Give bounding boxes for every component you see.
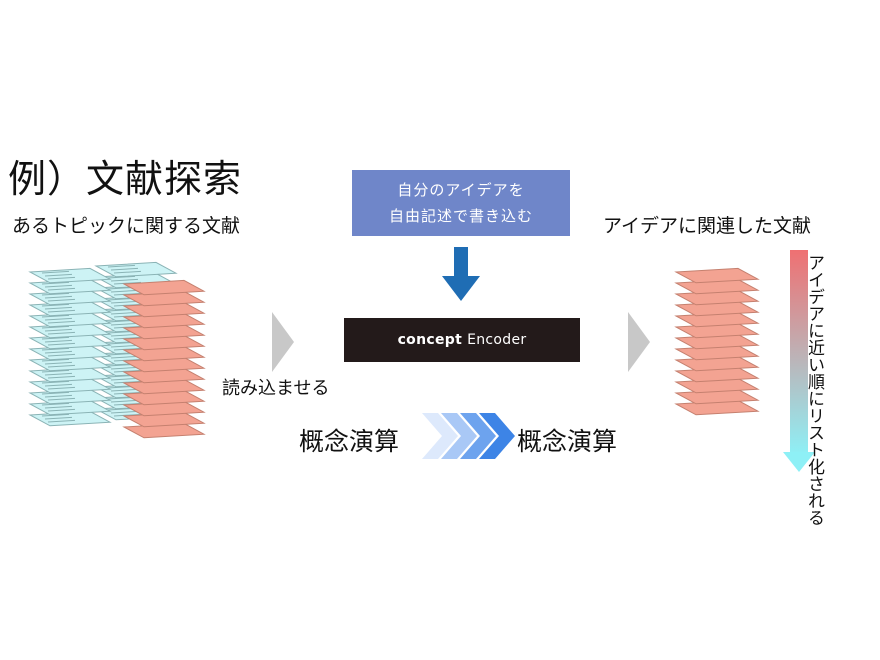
document-text-line	[47, 287, 76, 291]
document-text-line	[110, 388, 139, 392]
document-text-line	[41, 336, 70, 340]
document-text-line	[44, 339, 73, 343]
document-text-line	[44, 284, 73, 288]
document-text-line	[47, 276, 76, 280]
document-text-line	[41, 325, 70, 329]
document-text-line	[110, 267, 139, 271]
document-text-line	[47, 342, 76, 346]
document-sheet	[674, 267, 760, 284]
document-text-line	[110, 410, 139, 414]
document-text-line	[110, 300, 139, 304]
idea-input-box: 自分のアイデアを 自由記述で書き込む	[352, 170, 570, 236]
chevron-right-icon	[628, 312, 650, 372]
document-text-line	[44, 317, 73, 321]
document-text-line	[44, 328, 73, 332]
document-text-line	[47, 386, 76, 390]
document-text-line	[44, 295, 73, 299]
document-text-line	[110, 344, 139, 348]
document-text-line	[47, 408, 76, 412]
document-text-line	[47, 320, 76, 324]
chevron-right-icon	[272, 312, 294, 372]
document-text-line	[113, 336, 142, 340]
document-text-line	[110, 355, 139, 359]
document-text-line	[41, 281, 70, 285]
document-text-line	[47, 331, 76, 335]
document-text-line	[113, 413, 142, 417]
ranking-gradient-arrow-icon	[783, 250, 815, 472]
concept-operation-left: 概念演算	[299, 427, 400, 456]
related-documents-label: アイデアに関連した文献	[603, 215, 812, 237]
document-text-line	[47, 298, 76, 302]
down-arrow-icon	[442, 247, 480, 301]
document-text-line	[41, 358, 70, 362]
document-text-line	[44, 372, 73, 376]
document-text-line	[110, 322, 139, 326]
document-text-line	[41, 369, 70, 373]
document-text-line	[41, 347, 70, 351]
document-text-line	[41, 270, 70, 274]
slide-title: 例）文献探索	[8, 157, 243, 201]
document-text-line	[113, 380, 142, 384]
document-text-line	[113, 270, 142, 274]
source-document-stack	[28, 261, 206, 439]
idea-input-line-1: 自分のアイデアを	[397, 181, 525, 199]
encoder-name: Encoder	[467, 332, 527, 348]
document-text-line	[110, 399, 139, 403]
document-text-line	[44, 361, 73, 365]
document-text-line	[47, 375, 76, 379]
document-text-line	[113, 292, 142, 296]
encoder-brand: concept	[397, 332, 463, 348]
document-text-line	[44, 416, 73, 420]
document-text-line	[110, 333, 139, 337]
source-documents-label: あるトピックに関する文献	[12, 215, 241, 237]
document-text-line	[41, 292, 70, 296]
document-text-line	[41, 314, 70, 318]
concept-encoder-box: concept Encoder	[344, 318, 580, 362]
document-text-line	[44, 405, 73, 409]
document-text-line	[47, 309, 76, 313]
document-sheet	[94, 261, 178, 278]
document-text-line	[44, 306, 73, 310]
document-sheet	[122, 279, 206, 296]
document-text-line	[110, 311, 139, 315]
read-in-label: 読み込ませる	[222, 378, 330, 399]
document-text-line	[44, 273, 73, 277]
idea-input-line-2: 自由記述で書き込む	[388, 207, 533, 225]
document-text-line	[47, 397, 76, 401]
document-text-line	[110, 366, 139, 370]
document-text-line	[47, 364, 76, 368]
document-text-line	[44, 350, 73, 354]
document-text-line	[41, 380, 70, 384]
chevron-arrows-icon	[422, 413, 515, 459]
document-text-line	[113, 358, 142, 362]
document-text-line	[113, 347, 142, 351]
document-text-line	[41, 402, 70, 406]
ranking-caption: アイデアに近い順にリスト化される	[804, 254, 824, 526]
document-text-line	[113, 281, 142, 285]
document-sheet	[28, 267, 112, 284]
document-text-line	[47, 353, 76, 357]
document-text-line	[107, 264, 136, 268]
document-text-line	[110, 377, 139, 381]
document-text-line	[113, 325, 142, 329]
document-text-line	[113, 303, 142, 307]
document-text-line	[41, 303, 70, 307]
document-text-line	[47, 419, 76, 423]
document-text-line	[113, 391, 142, 395]
document-text-line	[110, 289, 139, 293]
concept-operation-right: 概念演算	[517, 427, 618, 456]
document-text-line	[113, 369, 142, 373]
document-text-line	[110, 278, 139, 282]
document-text-line	[44, 394, 73, 398]
document-text-line	[113, 402, 142, 406]
result-document-stack	[674, 267, 760, 416]
document-text-line	[44, 383, 73, 387]
document-text-line	[107, 275, 136, 279]
document-text-line	[41, 391, 70, 395]
document-text-line	[41, 413, 70, 417]
document-text-line	[113, 314, 142, 318]
